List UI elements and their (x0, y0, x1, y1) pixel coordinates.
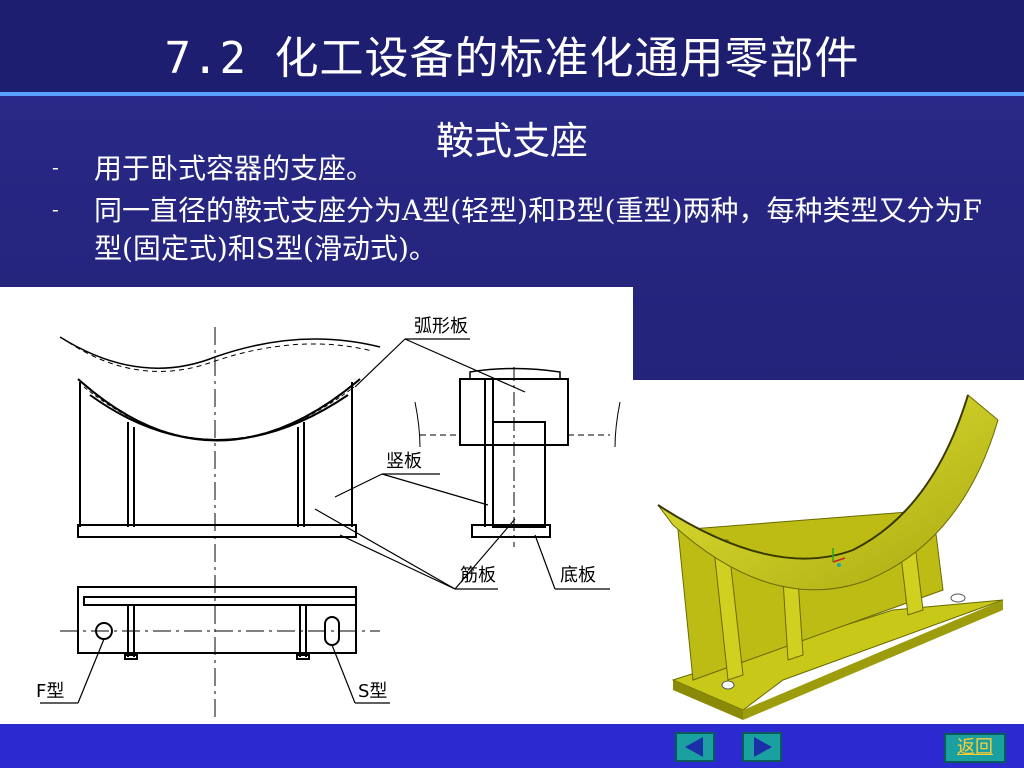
prev-button[interactable] (675, 732, 715, 762)
page-title: 7.2 化工设备的标准化通用零部件 (164, 33, 860, 84)
bullet-list: - 用于卧式容器的支座。 - 同一直径的鞍式支座分为A型(轻型)和B型(重型)两… (52, 150, 982, 272)
bullet-item: - 同一直径的鞍式支座分为A型(轻型)和B型(重型)两种，每种类型又分为F型(固… (52, 192, 982, 268)
label-rib-plate: 筋板 (460, 565, 496, 586)
saddle-3d-render (633, 380, 1024, 724)
bullet-item: - 用于卧式容器的支座。 (52, 150, 982, 188)
section-subtitle: 鞍式支座 (435, 119, 588, 163)
vessel-outline (59, 336, 381, 369)
triangle-right-icon (754, 737, 772, 757)
label-s-type: S型 (358, 681, 387, 702)
title-divider (0, 92, 1024, 96)
arc-plate-outer (77, 378, 361, 442)
label-arc-plate: 弧形板 (414, 316, 468, 337)
label-vertical-plate: 竖板 (386, 451, 422, 472)
triangle-left-icon (685, 737, 703, 757)
bullet-marker: - (52, 155, 59, 179)
title-bar (0, 0, 1024, 92)
label-f-type: F型 (36, 681, 64, 702)
back-button[interactable]: 返回 (944, 733, 1006, 763)
saddle-support-drawing: 弧形板 竖板 筋板 底板 F型 S型 (0, 287, 633, 724)
drawing-svg: 弧形板 竖板 筋板 底板 F型 S型 (36, 316, 621, 717)
render-svg (657, 394, 1004, 720)
label-base-plate: 底板 (560, 565, 596, 586)
footer-bar (0, 724, 1024, 768)
next-button[interactable] (742, 732, 782, 762)
bullet-text: 用于卧式容器的支座。 (94, 152, 375, 185)
bullet-text: 同一直径的鞍式支座分为A型(轻型)和B型(重型)两种，每种类型又分为F型(固定式… (94, 194, 982, 265)
bullet-marker: - (52, 197, 59, 221)
